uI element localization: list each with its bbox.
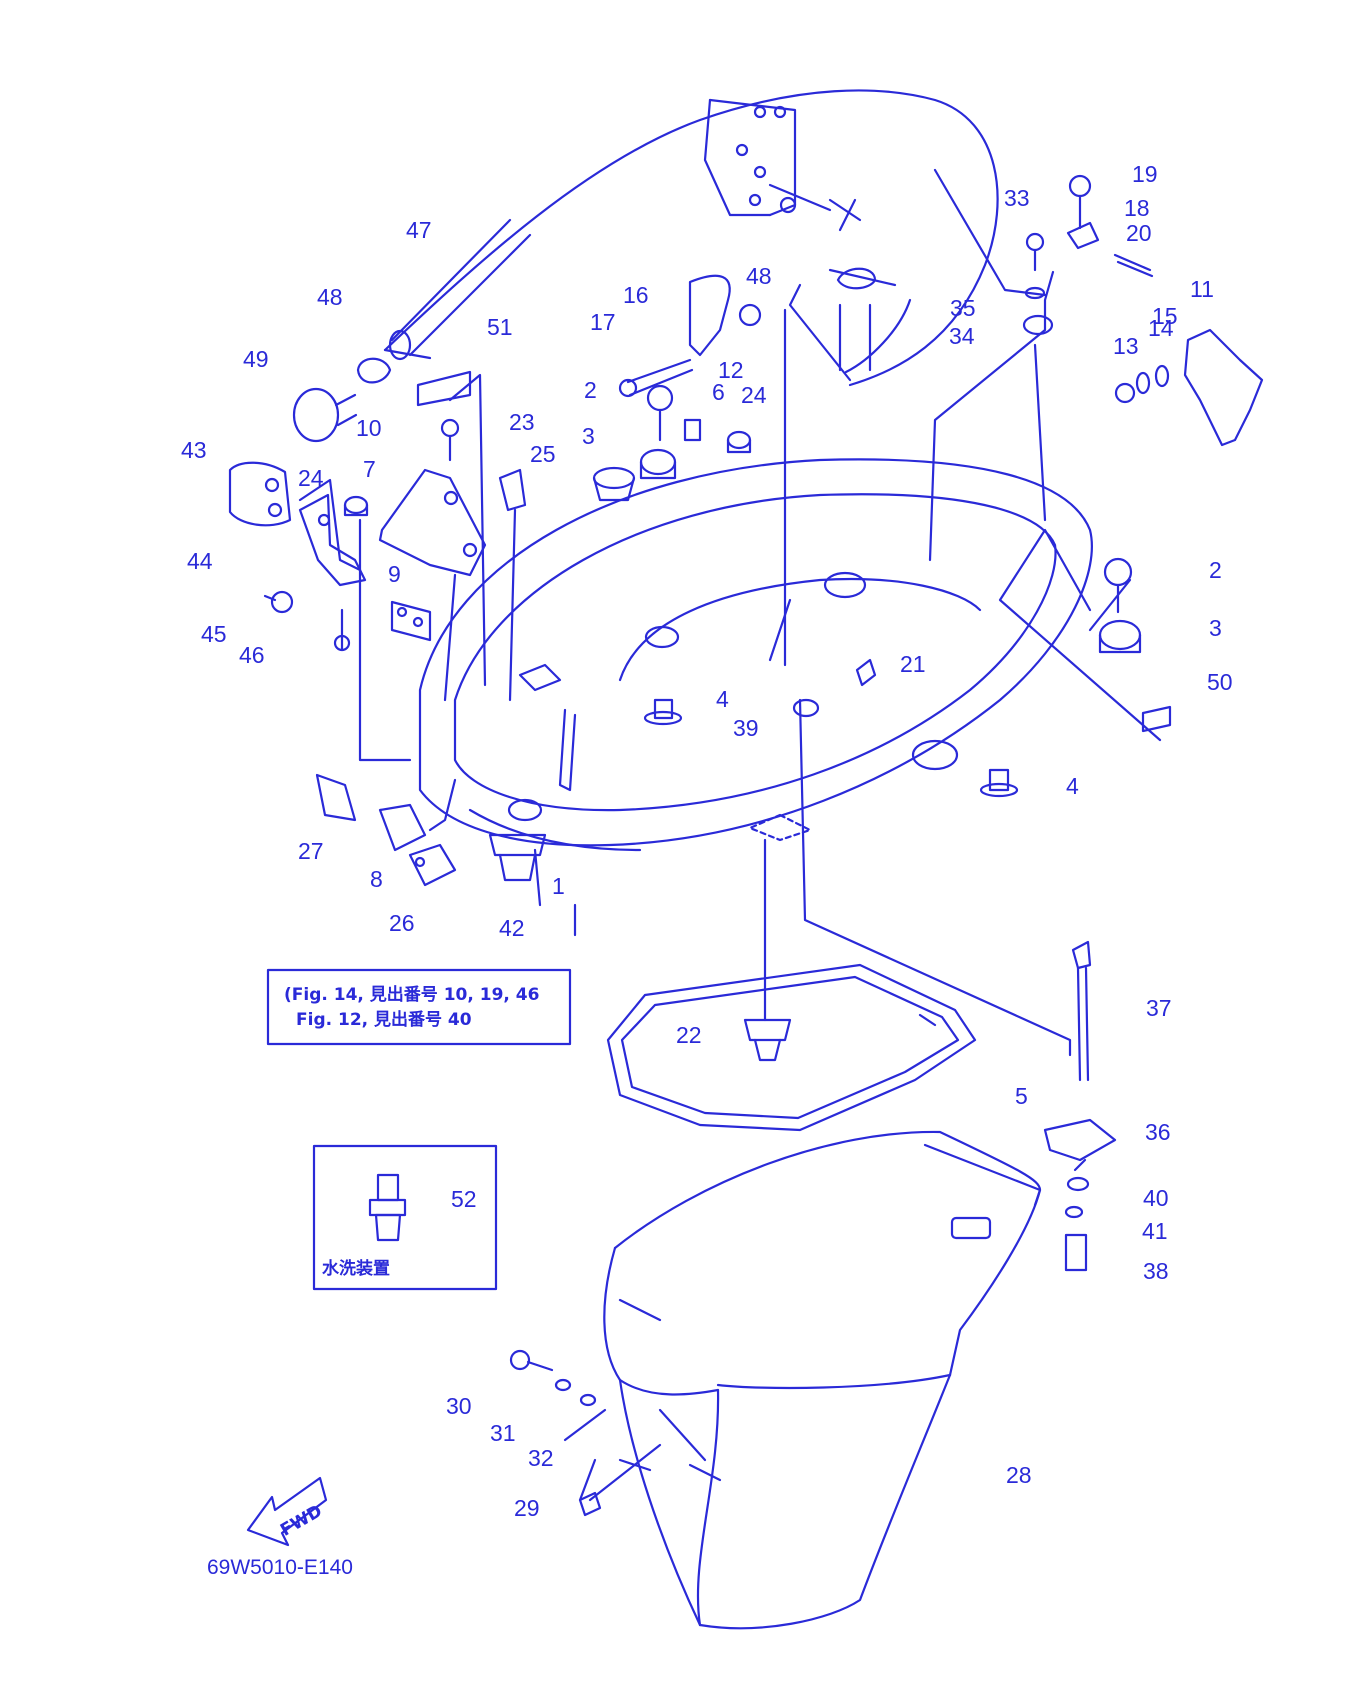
callout-label: 15 [1152,303,1178,329]
inset-caption: 水洗装置 [322,1258,390,1279]
callout-label: 20 [1126,220,1152,246]
callout-label: 33 [1004,185,1030,211]
callout-label: 24 [298,465,324,491]
leader-lines [298,168,1162,1502]
callout-label: 48 [317,284,343,310]
callout-label: 48 [746,263,772,289]
callout-label: 49 [243,346,269,372]
callout-label: 9 [388,561,401,587]
fwd-arrow-label: FWD [277,1501,326,1541]
callout-label: 19 [1132,161,1158,187]
gasket [606,963,977,1132]
reference-note-line-2: Fig. 12, 見出番号 40 [296,1009,472,1030]
callout-label: 10 [356,415,382,441]
fwd-arrow-icon [246,1476,328,1547]
callout-label: 25 [530,441,556,467]
callout-label: 22 [676,1022,702,1048]
callout-label: 24 [741,382,767,408]
callout-label: 1 [552,873,565,899]
callout-label: 23 [509,409,535,435]
callout-label: 18 [1124,195,1150,221]
top-cowling [383,89,999,387]
callout-label: 2 [584,377,597,403]
callout-label: 16 [623,282,649,308]
lower-casing [603,1130,1042,1630]
callout-label: 36 [1145,1119,1171,1145]
callout-label: 42 [499,915,525,941]
callout-label: 13 [1113,333,1139,359]
callout-label: 4 [716,686,729,712]
callout-label: 8 [370,866,383,892]
callout-label: 32 [528,1445,554,1471]
reference-note-line-1: (Fig. 14, 見出番号 10, 19, 46 [284,984,539,1005]
reference-note-frame [266,968,572,1046]
callout-label: 46 [239,642,265,668]
drawing-code: 69W5010-E140 [207,1556,353,1579]
callout-label: 17 [590,309,616,335]
callout-label: 52 [451,1186,477,1212]
callout-label: 29 [514,1495,540,1521]
callout-label: 31 [490,1420,516,1446]
callout-label: 30 [446,1393,472,1419]
callout-label: 44 [187,548,213,574]
callout-label: 50 [1207,669,1233,695]
callout-label: 41 [1142,1218,1168,1244]
callout-label: 37 [1146,995,1172,1021]
callout-label: 3 [582,423,595,449]
callout-label: 27 [298,838,324,864]
callout-label: 39 [733,715,759,741]
callout-label: 7 [363,456,376,482]
callout-label: 43 [181,437,207,463]
callout-labels: 1 2 2 3 3 4 4 5 6 7 8 9 10 11 12 13 14 1… [181,161,1233,1579]
callout-label: 40 [1143,1185,1169,1211]
callout-label: 51 [487,314,513,340]
callout-label: 4 [1066,773,1079,799]
callout-label: 45 [201,621,227,647]
callout-label: 21 [900,651,926,677]
callout-label: 3 [1209,615,1222,641]
inset-frame [312,1144,498,1291]
callout-label: 11 [1190,276,1214,302]
callout-label: 28 [1006,1462,1032,1488]
callout-label: 2 [1209,557,1222,583]
callout-label: 6 [712,379,725,405]
callout-label: 26 [389,910,415,936]
callout-label: 47 [406,217,432,243]
callout-label: 35 [950,295,976,321]
bottom-cowling [418,458,1093,852]
hardware-parts [228,174,1264,1517]
callout-label: 14 [1148,315,1174,341]
callout-label: 12 [718,357,744,383]
callout-label: 34 [949,323,975,349]
callout-label: 5 [1015,1083,1028,1109]
callout-label: 38 [1143,1258,1169,1284]
